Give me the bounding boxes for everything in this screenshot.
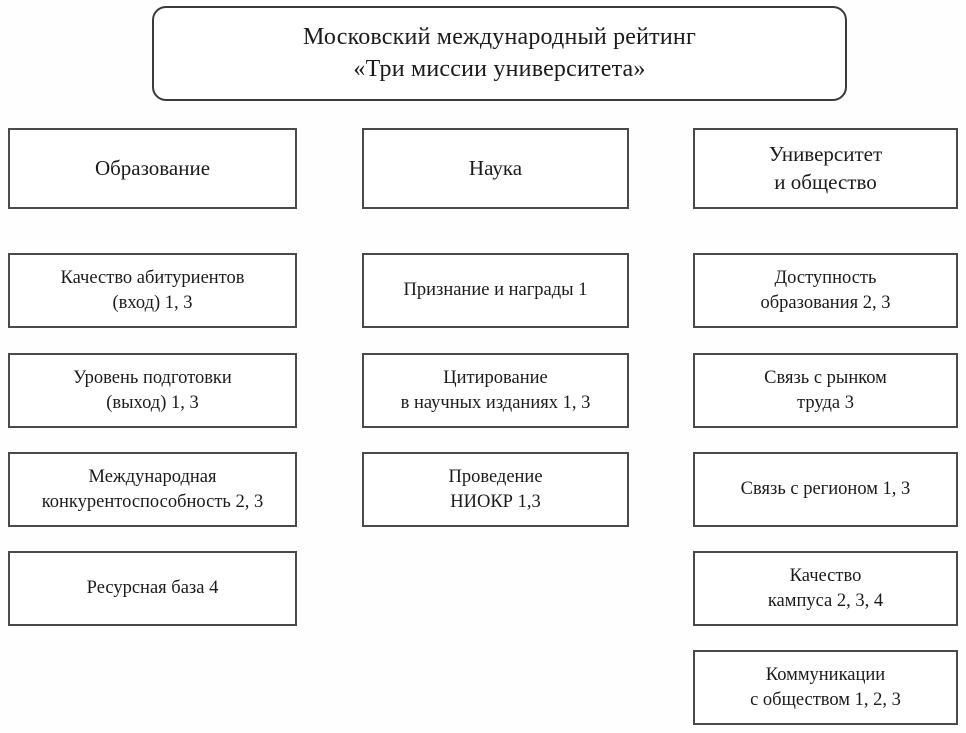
criterion-line-1: Доступность xyxy=(774,268,877,289)
criterion-box-education-4: Ресурсная база 4 xyxy=(8,551,297,626)
column-header-education: Образование xyxy=(8,128,297,209)
criterion-line-1: Качество абитуриентов xyxy=(60,268,245,289)
criterion-line-2: с обществом 1, 2, 3 xyxy=(750,689,901,710)
criterion-line-2: конкурентоспособность 2, 3 xyxy=(41,491,264,512)
criterion-box-society-1: Доступность образования 2, 3 xyxy=(693,253,958,328)
criterion-box-science-2: Цитирование в научных изданиях 1, 3 xyxy=(362,353,629,428)
criterion-box-education-1: Качество абитуриентов (вход) 1, 3 xyxy=(8,253,297,328)
criterion-line-1: Связь с регионом 1, 3 xyxy=(740,479,911,500)
column-header-university-line-2: и общество xyxy=(774,169,877,194)
criterion-box-society-3: Связь с регионом 1, 3 xyxy=(693,452,958,527)
criterion-line-2: в научных изданиях 1, 3 xyxy=(400,392,591,413)
criterion-line-1: Уровень подготовки xyxy=(73,368,232,389)
criterion-line-2: (выход) 1, 3 xyxy=(106,392,199,413)
criterion-line-2: НИОКР 1,3 xyxy=(450,491,541,512)
criterion-box-society-5: Коммуникации с обществом 1, 2, 3 xyxy=(693,650,958,725)
criterion-box-society-2: Связь с рынком труда 3 xyxy=(693,353,958,428)
criterion-line-2: (вход) 1, 3 xyxy=(112,292,193,313)
column-header-science-line-1: Наука xyxy=(468,155,523,180)
criterion-line-2: труда 3 xyxy=(797,392,854,413)
criterion-box-education-3: Международная конкурентоспособность 2, 3 xyxy=(8,452,297,527)
criterion-line-1: Качество xyxy=(789,566,862,587)
diagram-title-line-2: «Три миссии университета» xyxy=(353,55,646,82)
criterion-line-1: Ресурсная база 4 xyxy=(86,578,219,599)
criterion-box-science-3: Проведение НИОКР 1,3 xyxy=(362,452,629,527)
criterion-line-1: Связь с рынком xyxy=(764,368,887,389)
column-header-university-and-society: Университет и общество xyxy=(693,128,958,209)
criterion-line-1: Проведение xyxy=(448,467,543,488)
column-header-science: Наука xyxy=(362,128,629,209)
column-header-education-line-1: Образование xyxy=(94,155,211,180)
criterion-line-2: кампуса 2, 3, 4 xyxy=(767,590,884,611)
column-header-university-line-1: Университет xyxy=(768,142,883,167)
criterion-line-1: Международная xyxy=(88,467,217,488)
criterion-box-society-4: Качество кампуса 2, 3, 4 xyxy=(693,551,958,626)
criterion-line-1: Признание и награды 1 xyxy=(403,280,588,301)
criterion-line-1: Коммуникации xyxy=(765,665,886,686)
diagram-title-line-1: Московский международный рейтинг xyxy=(302,23,696,50)
criterion-box-education-2: Уровень подготовки (выход) 1, 3 xyxy=(8,353,297,428)
criterion-line-1: Цитирование xyxy=(443,368,548,389)
diagram-title-box: Московский международный рейтинг «Три ми… xyxy=(152,6,847,101)
criterion-line-2: образования 2, 3 xyxy=(760,292,891,313)
criterion-box-science-1: Признание и награды 1 xyxy=(362,253,629,328)
